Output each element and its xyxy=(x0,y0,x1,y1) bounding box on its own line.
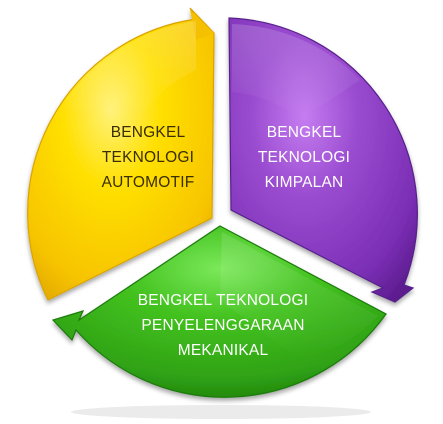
automotif-line-2: TEKNOLOGI xyxy=(102,149,194,166)
mekanikal-line-2: PENYELENGGARAAN xyxy=(141,317,304,334)
label-kimpalan: BENGKEL TEKNOLOGI KIMPALAN xyxy=(258,124,350,191)
label-mekanikal: BENGKEL TEKNOLOGI PENYELENGGARAAN MEKANI… xyxy=(138,292,309,359)
label-automotif: BENGKEL TEKNOLOGI AUTOMOTIF xyxy=(102,124,195,191)
kimpalan-line-2: TEKNOLOGI xyxy=(258,149,350,166)
segment-mekanikal xyxy=(51,225,387,398)
segment-kimpalan xyxy=(228,17,418,303)
kimpalan-line-1: BENGKEL xyxy=(267,124,342,141)
ground-shadow xyxy=(71,405,371,419)
mekanikal-line-3: MEKANIKAL xyxy=(178,342,269,359)
automotif-line-1: BENGKEL xyxy=(111,124,186,141)
kimpalan-line-3: KIMPALAN xyxy=(265,174,344,191)
automotif-line-3: AUTOMOTIF xyxy=(102,174,195,191)
mekanikal-line-1: BENGKEL TEKNOLOGI xyxy=(138,292,309,309)
segment-automotif xyxy=(27,7,215,301)
